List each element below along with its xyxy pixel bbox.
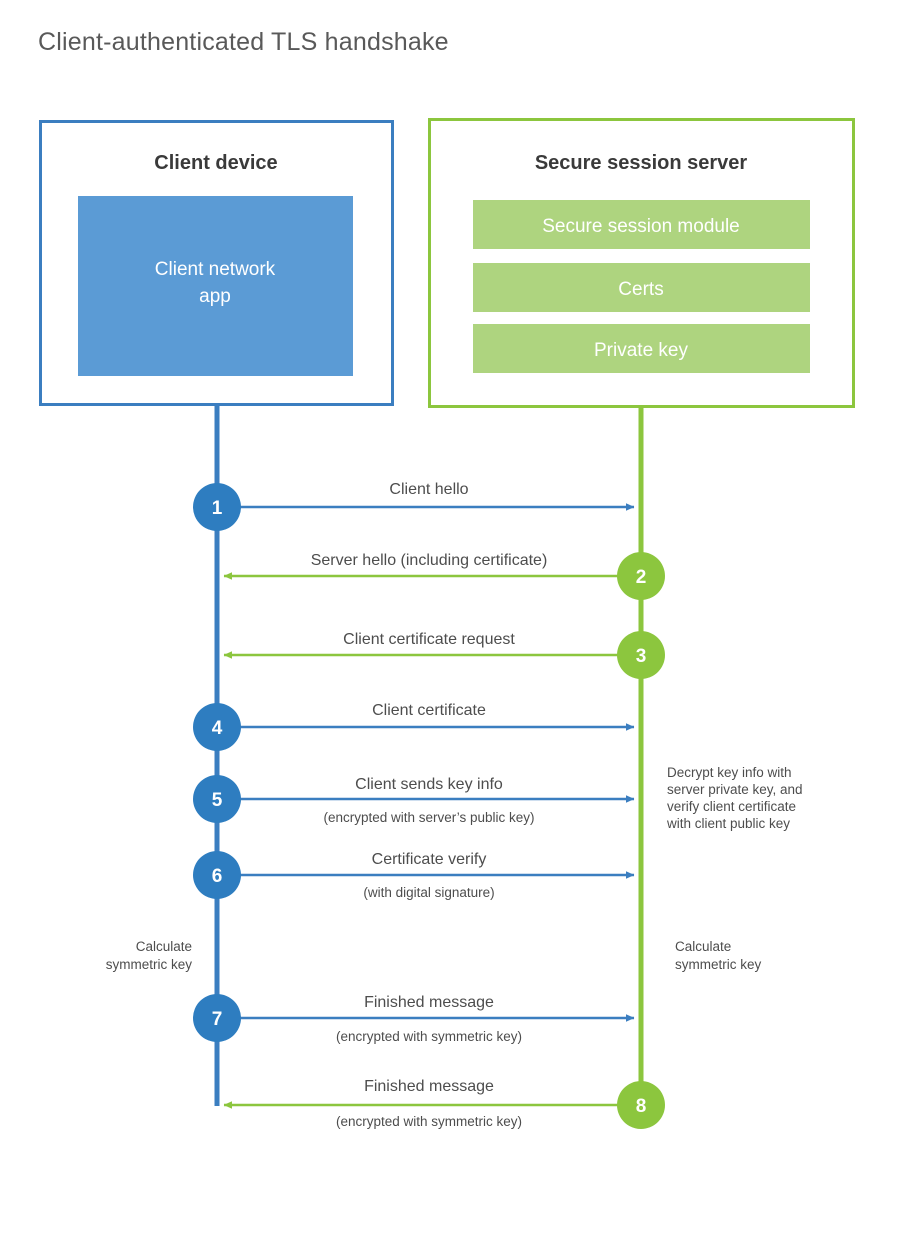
server-decrypt-note-line-1: Decrypt key info with: [667, 765, 792, 780]
step-number-3: 3: [636, 646, 647, 667]
message-7-label: Finished message: [364, 994, 494, 1011]
server-decrypt-note: Decrypt key info with server private key…: [666, 765, 803, 831]
message-1: Client hello 1: [193, 481, 635, 531]
step-number-6: 6: [212, 866, 223, 887]
step-marker-3: [617, 631, 665, 679]
server-calc-note-line-1: Calculate: [675, 939, 731, 954]
message-6-sublabel: (with digital signature): [363, 885, 494, 900]
message-2: Server hello (including certificate) 2: [223, 552, 665, 600]
message-7: Finished message (encrypted with symmetr…: [193, 994, 635, 1044]
message-5-sublabel: (encrypted with server’s public key): [323, 810, 534, 825]
server-decrypt-note-line-4: with client public key: [666, 816, 790, 831]
message-8-sublabel: (encrypted with symmetric key): [336, 1114, 522, 1129]
message-3: Client certificate request 3: [223, 631, 665, 679]
message-5-label: Client sends key info: [355, 776, 503, 793]
message-8-label: Finished message: [364, 1078, 494, 1095]
certs-label: Certs: [618, 279, 663, 300]
private-key-label: Private key: [594, 340, 688, 361]
step-number-1: 1: [212, 498, 223, 519]
client-device-title: Client device: [154, 152, 277, 174]
message-3-label: Client certificate request: [343, 631, 515, 648]
step-marker-2: [617, 552, 665, 600]
server-calc-note-line-2: symmetric key: [675, 957, 762, 972]
secure-session-server-title: Secure session server: [535, 152, 748, 174]
step-marker-7: [193, 994, 241, 1042]
secure-session-server-panel: Secure session server Secure session mod…: [428, 118, 855, 408]
client-network-app-label-line2: app: [199, 286, 231, 307]
certs-box: [473, 263, 810, 312]
step-marker-4: [193, 703, 241, 751]
page-title: Client-authenticated TLS handshake: [38, 28, 449, 56]
message-4: Client certificate 4: [193, 702, 635, 751]
step-number-5: 5: [212, 790, 223, 811]
step-number-4: 4: [212, 718, 223, 739]
message-1-label: Client hello: [389, 481, 468, 498]
client-calculate-symmetric-key-note: Calculate symmetric key: [106, 939, 193, 972]
step-number-8: 8: [636, 1096, 647, 1117]
client-network-app-box: [78, 196, 353, 376]
step-marker-6: [193, 851, 241, 899]
message-8: Finished message (encrypted with symmetr…: [223, 1078, 665, 1129]
message-2-label: Server hello (including certificate): [311, 552, 548, 569]
message-4-label: Client certificate: [372, 702, 486, 719]
step-number-7: 7: [212, 1009, 223, 1030]
message-7-sublabel: (encrypted with symmetric key): [336, 1029, 522, 1044]
message-6-label: Certificate verify: [372, 851, 487, 868]
private-key-box: [473, 324, 810, 373]
message-5: Client sends key info (encrypted with se…: [193, 775, 635, 825]
step-marker-1: [193, 483, 241, 531]
client-calc-note-line-2: symmetric key: [106, 957, 193, 972]
client-calc-note-line-1: Calculate: [136, 939, 192, 954]
step-marker-8: [617, 1081, 665, 1129]
message-6: Certificate verify (with digital signatu…: [193, 851, 635, 900]
step-number-2: 2: [636, 567, 647, 588]
server-decrypt-note-line-2: server private key, and: [667, 782, 803, 797]
client-network-app-label-line1: Client network: [155, 259, 276, 280]
secure-session-module-box: [473, 200, 810, 249]
secure-session-module-label: Secure session module: [542, 216, 740, 237]
client-device-panel: Client device Client network app: [39, 120, 394, 406]
step-marker-5: [193, 775, 241, 823]
server-calculate-symmetric-key-note: Calculate symmetric key: [675, 939, 762, 972]
server-decrypt-note-line-3: verify client certificate: [667, 799, 796, 814]
